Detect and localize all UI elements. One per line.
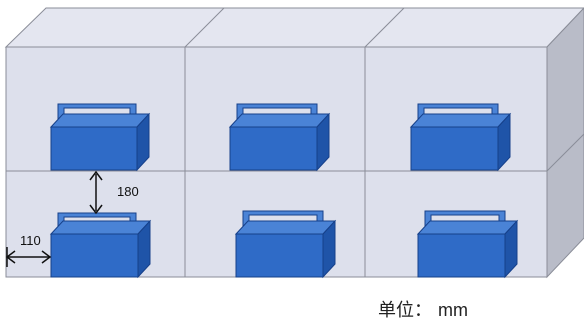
- storage-box: [49, 212, 152, 279]
- box-front-face: [410, 126, 499, 171]
- box-front-face: [235, 233, 324, 278]
- shelf-top-face: [4, 7, 584, 48]
- box-front-face: [50, 126, 138, 171]
- storage-box: [416, 210, 519, 279]
- shelf-top-divider: [184, 7, 225, 48]
- box-top-face: [416, 220, 519, 235]
- shelf-side-face: [546, 7, 584, 279]
- box-top-face: [49, 113, 151, 128]
- vertical-gap-label: 180: [117, 184, 139, 199]
- box-top-face: [49, 220, 152, 235]
- storage-box: [409, 103, 512, 172]
- storage-box: [49, 103, 151, 172]
- arrowhead-up: [89, 170, 103, 181]
- storage-box: [228, 103, 331, 172]
- shelf-side-divider: [546, 133, 584, 172]
- box-front-face: [417, 233, 506, 278]
- vertical-gap-dimension: 180: [89, 170, 139, 215]
- unit-label: 单位：: [378, 300, 432, 321]
- box-front-face: [50, 233, 139, 278]
- arrowhead-right: [41, 250, 52, 264]
- box-front-face: [229, 126, 318, 171]
- box-top-face: [228, 113, 331, 128]
- box-top-face: [409, 113, 512, 128]
- shelf-top-divider: [364, 7, 405, 48]
- arrowhead-down: [89, 204, 103, 215]
- horizontal-gap-label: 110: [20, 233, 41, 248]
- unit-value: mm: [438, 300, 468, 320]
- horizontal-gap-dimension: 110: [5, 233, 52, 267]
- unit-caption: 单位： mm: [378, 296, 468, 322]
- box-top-face: [234, 220, 337, 235]
- storage-box: [234, 210, 337, 279]
